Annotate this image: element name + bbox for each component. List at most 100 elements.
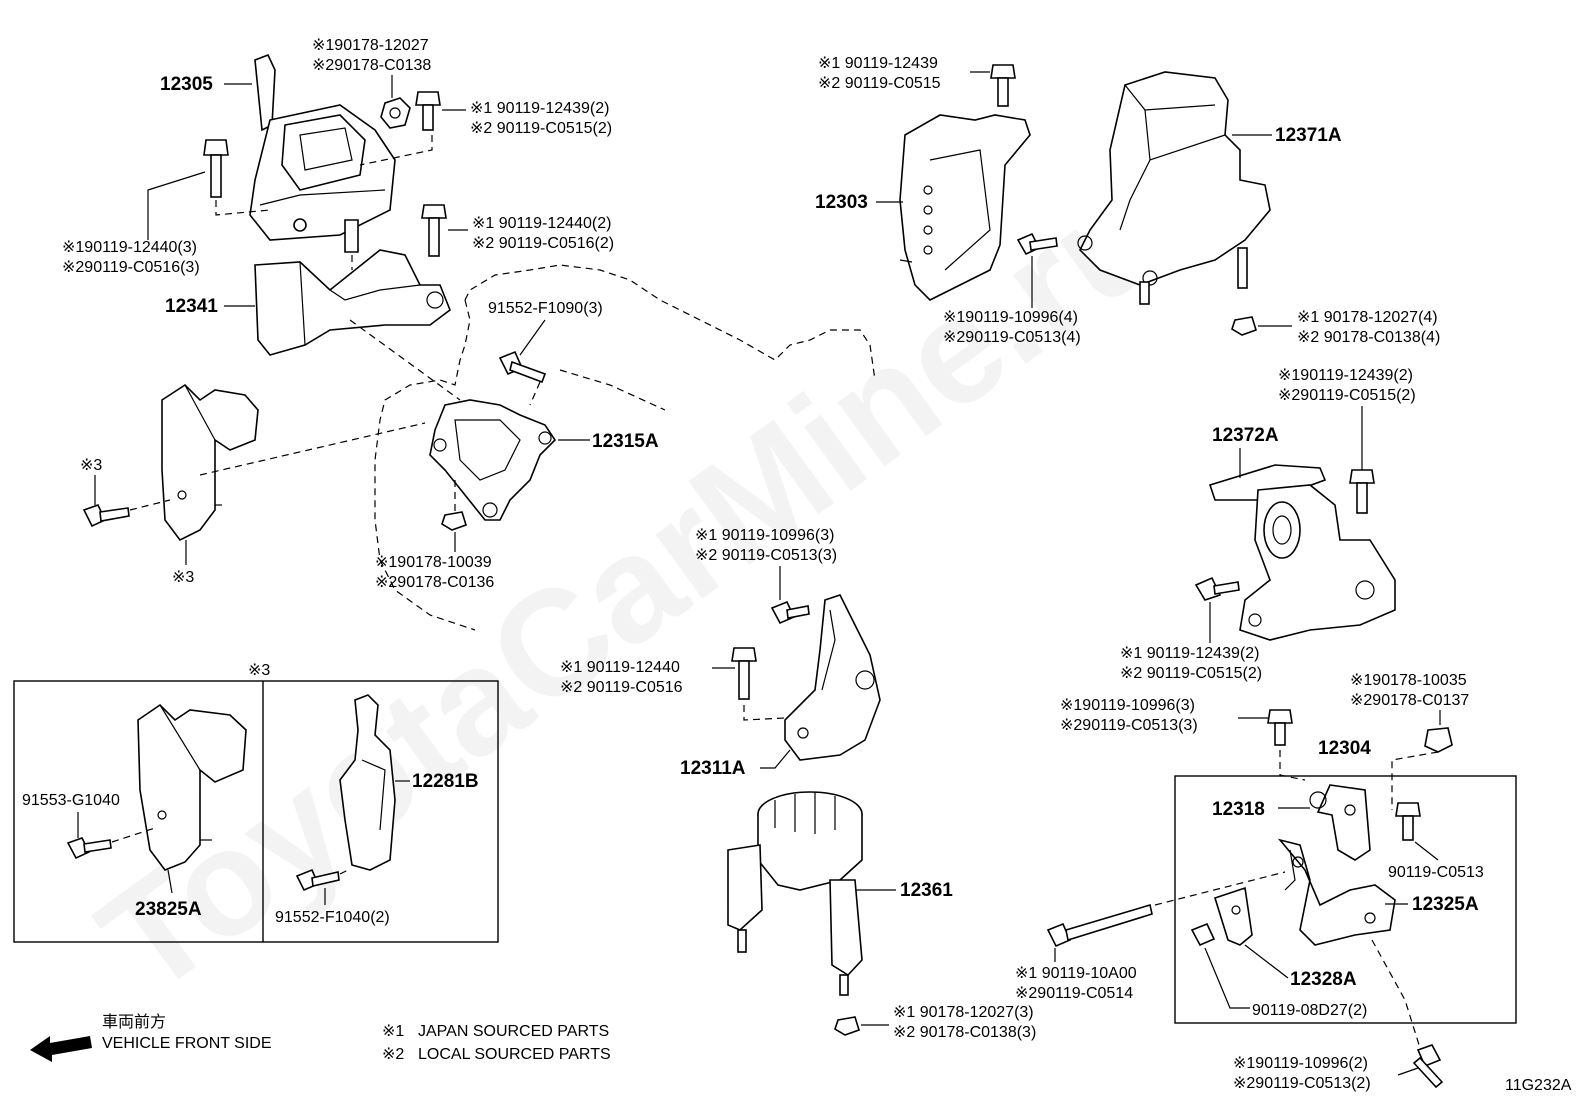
callout-c9b: ※290119-C0513(4) <box>943 329 1081 346</box>
part-12372A-mount[interactable] <box>1208 464 1396 641</box>
group-12304-box <box>1174 775 1517 1024</box>
label-23825A: 23825A <box>135 899 202 920</box>
callout-c7a: ※190178-10039 <box>375 554 492 571</box>
callout-c18a: ※1 90119-10A00 <box>1015 965 1137 982</box>
callout-c18b: ※290119-C0514 <box>1015 985 1133 1002</box>
callout-c20b: ※2 90178-C0138(3) <box>893 1024 1036 1041</box>
inset-box-3: ※3 <box>13 662 499 943</box>
direction-en: VEHICLE FRONT SIDE <box>102 1035 272 1052</box>
label-12371A: 12371A <box>1275 125 1342 146</box>
callout-c6b: ※3 <box>172 569 194 586</box>
callout-c21b: ※290119-C0513(2) <box>1233 1075 1371 1092</box>
bolt-91552-F1040[interactable] <box>295 868 340 892</box>
label-12315A: 12315A <box>592 431 659 452</box>
bolt-90119-C0513[interactable] <box>1395 802 1421 841</box>
callout-c8b: ※2 90119-C0515 <box>818 75 941 92</box>
bolt-90119-12440-left[interactable] <box>203 139 229 198</box>
callout-c7b: ※290178-C0136 <box>375 574 494 591</box>
nut-90178-10039[interactable] <box>441 511 467 531</box>
callout-c22: 91553-G1040 <box>22 792 120 809</box>
callout-c15b: ※290119-C0513(3) <box>1060 717 1198 734</box>
callout-c10a: ※1 90178-12027(4) <box>1297 309 1438 326</box>
callout-c3b: ※2 90119-C0516(2) <box>472 235 614 252</box>
part-12371A-mount[interactable] <box>1077 71 1271 305</box>
bolt-90119-10996-a[interactable] <box>1016 232 1058 256</box>
part-23825A[interactable] <box>137 703 247 871</box>
part-12305-mount[interactable] <box>249 53 396 253</box>
bolt-90119-12439-c[interactable] <box>1349 469 1375 514</box>
part-12311A-bracket[interactable] <box>784 594 881 761</box>
bolt-90119-12440-right[interactable] <box>421 204 447 257</box>
nut-90178-12027-4[interactable] <box>1231 316 1257 336</box>
callout-c4b: ※290119-C0516(3) <box>62 259 200 276</box>
label-12318: 12318 <box>1212 799 1265 820</box>
part-12303-bracket[interactable] <box>899 114 1031 301</box>
nut-90178-12027[interactable] <box>380 97 411 129</box>
bolt-90119-12439-d[interactable] <box>1194 576 1240 601</box>
part-12328A[interactable] <box>1214 886 1253 946</box>
bolt-90119-12439-b[interactable] <box>990 64 1016 107</box>
legend-1-text: JAPAN SOURCED PARTS <box>418 1023 609 1040</box>
callout-c6: ※3 <box>80 457 102 474</box>
callout-c16a: ※190178-10035 <box>1350 672 1467 689</box>
bolt-90119-10996-d[interactable] <box>1412 1044 1444 1089</box>
part-12361-mount[interactable] <box>727 791 863 996</box>
callout-c5: 91552-F1090(3) <box>488 300 603 317</box>
label-12328A: 12328A <box>1290 969 1357 990</box>
callout-c9a: ※190119-10996(4) <box>943 309 1078 326</box>
bolt-90119-12440-c[interactable] <box>731 647 757 700</box>
bolt-90119-12439-a[interactable] <box>415 91 441 131</box>
nut-90178-10035[interactable] <box>1424 727 1453 753</box>
callout-c23: 91552-F1040(2) <box>275 909 390 926</box>
bolt-90119-08D27[interactable] <box>1190 922 1216 947</box>
callout-c1b: ※290178-C0138 <box>312 57 431 74</box>
label-12372A: 12372A <box>1212 425 1279 446</box>
bolt-3-left[interactable] <box>82 504 130 528</box>
callout-c4a: ※190119-12440(3) <box>62 239 197 256</box>
direction-jp: 車両前方 <box>102 1013 166 1031</box>
callout-c12a: ※1 90119-12439(2) <box>1120 645 1259 662</box>
callout-c16b: ※290178-C0137 <box>1350 692 1469 709</box>
part-12315A-bracket[interactable] <box>429 399 557 521</box>
label-12305: 12305 <box>160 74 213 95</box>
part-12281B[interactable] <box>339 694 396 871</box>
callout-c11b: ※290119-C0515(2) <box>1278 387 1416 404</box>
bolt-90119-10996-c[interactable] <box>1267 709 1293 746</box>
legend-1-mark: ※1 <box>382 1023 404 1040</box>
label-12281B: 12281B <box>412 771 479 792</box>
bolt-90119-10A00[interactable] <box>1046 903 1153 948</box>
callout-c11a: ※190119-12439(2) <box>1278 367 1413 384</box>
bolt-91552-F1090[interactable] <box>498 350 547 384</box>
callout-c21a: ※190119-10996(2) <box>1233 1055 1368 1072</box>
label-12341: 12341 <box>165 296 218 317</box>
callout-c8a: ※1 90119-12439 <box>818 55 938 72</box>
watermark: ToyotaCarMine.ru <box>70 147 1191 1026</box>
vehicle-front-arrow-icon <box>30 1036 92 1062</box>
label-12311A: 12311A <box>680 758 746 779</box>
callout-c1a: ※190178-12027 <box>312 37 429 54</box>
part-12318[interactable] <box>1309 784 1371 861</box>
callout-c10b: ※2 90178-C0138(4) <box>1297 329 1440 346</box>
callout-c13a: ※1 90119-10996(3) <box>695 527 834 544</box>
part-12341-bracket[interactable] <box>254 249 451 356</box>
callout-c15a: ※190119-10996(3) <box>1060 697 1195 714</box>
label-12325A: 12325A <box>1412 894 1479 915</box>
callout-c20a: ※1 90178-12027(3) <box>893 1004 1034 1021</box>
callout-c2b: ※2 90119-C0515(2) <box>470 120 612 137</box>
part-12325A[interactable] <box>1277 838 1396 946</box>
label-12361: 12361 <box>900 880 953 901</box>
bolt-91553-G1040[interactable] <box>66 837 112 860</box>
callout-c17: 90119-C0513 <box>1388 864 1484 881</box>
callout-c14a: ※1 90119-12440 <box>560 659 680 676</box>
part-23825A-top-bracket[interactable] <box>161 383 259 542</box>
callout-c13b: ※2 90119-C0513(3) <box>695 547 837 564</box>
diagram-code: 11G232A <box>1505 1077 1572 1094</box>
callout-c2a: ※1 90119-12439(2) <box>470 100 609 117</box>
inset-marker: ※3 <box>248 662 270 679</box>
nut-90178-12027-3[interactable] <box>834 1016 860 1036</box>
bolt-90119-10996-b[interactable] <box>770 600 810 625</box>
callout-c14b: ※2 90119-C0516 <box>560 679 683 696</box>
legend-2-mark: ※2 <box>382 1046 404 1063</box>
